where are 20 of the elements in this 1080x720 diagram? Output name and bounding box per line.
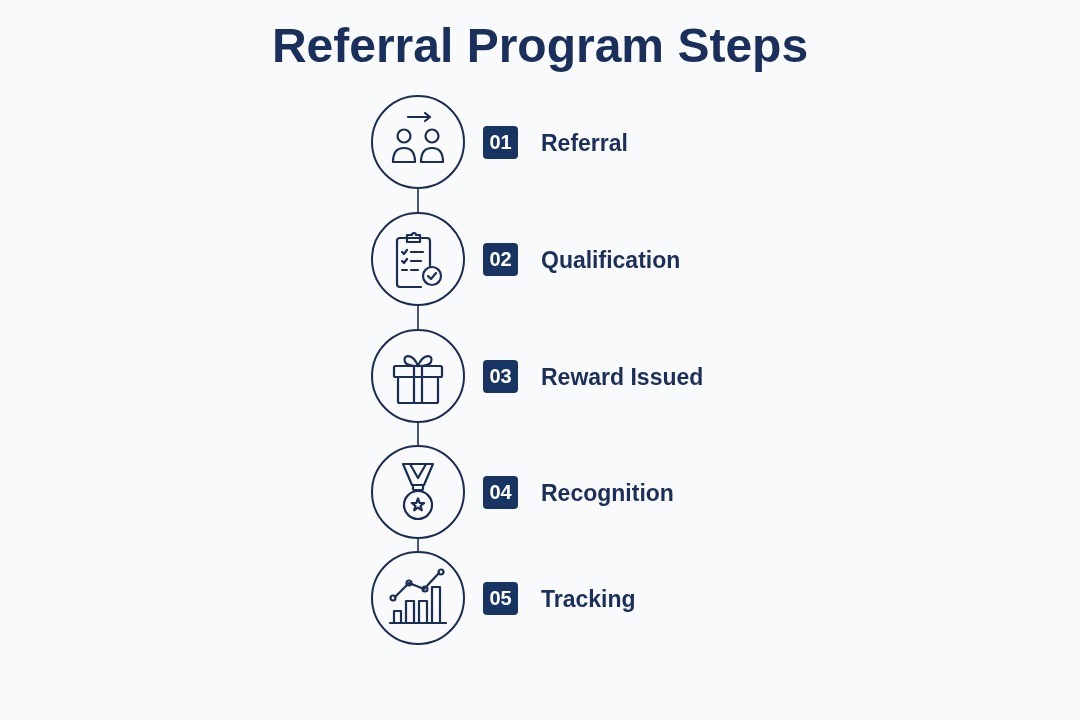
connector-line xyxy=(417,188,419,213)
step-label: Reward Issued xyxy=(541,362,704,392)
connector-line xyxy=(417,538,419,552)
diagram-title: Referral Program Steps xyxy=(270,18,810,74)
step-label: Referral xyxy=(541,128,628,158)
connector-line xyxy=(417,305,419,330)
step-circle xyxy=(371,445,465,539)
step-number-badge: 05 xyxy=(483,582,518,615)
step-circle xyxy=(371,95,465,189)
step-number-badge: 03 xyxy=(483,360,518,393)
step-label: Recognition xyxy=(541,478,674,508)
step-circle xyxy=(371,329,465,423)
step-label: Tracking xyxy=(541,584,636,614)
step-number-badge: 04 xyxy=(483,476,518,509)
step-circle xyxy=(371,551,465,645)
connector-line xyxy=(417,422,419,446)
step-circle xyxy=(371,212,465,306)
step-number-badge: 01 xyxy=(483,126,518,159)
step-label: Qualification xyxy=(541,245,681,275)
step-number-badge: 02 xyxy=(483,243,518,276)
